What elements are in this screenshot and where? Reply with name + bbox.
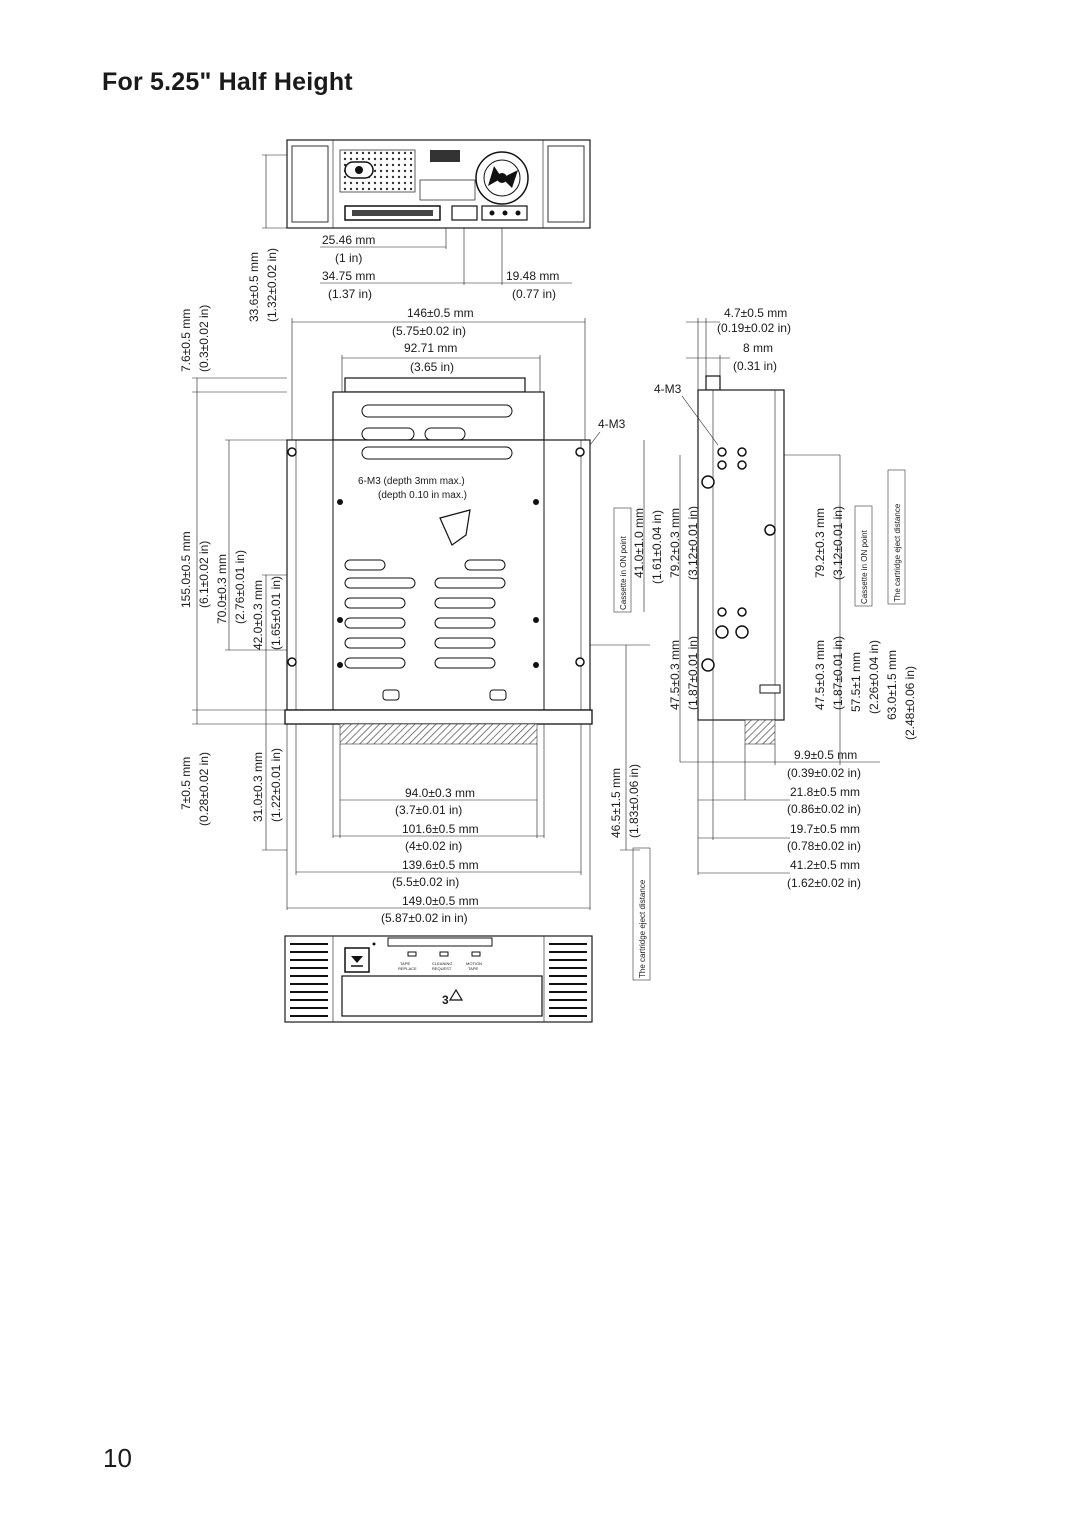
led-cleaning: [439, 951, 449, 957]
side-dim-57-in: (2.26±0.04 in): [867, 640, 881, 714]
side-dim-9-9-mm: 9.9±0.5 mm: [794, 748, 857, 762]
led-indicators: TAPE REPLACE CLEANING REQUEST MOTION TAP…: [398, 951, 482, 971]
dim-149-mm: 149.0±0.5 mm: [402, 894, 479, 908]
rear-dim-2-in: (1.37 in): [328, 287, 372, 301]
page-title: For 5.25" Half Height: [102, 68, 353, 96]
dim-31-in: (1.22±0.01 in): [269, 748, 283, 822]
dim-7-6-in: (0.3±0.02 in): [197, 305, 211, 372]
led-label-motion: MOTION: [466, 961, 482, 966]
side-dim-57-mm: 57.5±1 mm: [849, 652, 863, 712]
side-dim-4-7-mm: 4.7±0.5 mm: [724, 306, 787, 320]
top-screw-label: 4-M3: [598, 417, 626, 431]
led-label-replace: TAPE: [400, 961, 410, 966]
top-width-mm: 146±0.5 mm: [407, 306, 474, 320]
dim-79-mm: 79.2±0.3 mm: [668, 508, 682, 578]
eject-label-right: The cartridge eject distance: [893, 503, 902, 602]
dim-47-in: (1.87±0.01 in): [686, 636, 700, 710]
dim-42-in: (1.65±0.01 in): [269, 576, 283, 650]
logo-shape: [439, 509, 471, 546]
dim-41-mm: 41.0±1.0 mm: [632, 508, 646, 578]
side-dim-8-mm: 8 mm: [743, 341, 773, 355]
side-view: 4.7±0.5 mm (0.19±0.02 in) 8 mm (0.31 in)…: [654, 306, 917, 890]
dim-155-in: (6.1±0.02 in): [197, 541, 211, 608]
side-dim-9-9-in: (0.39±0.02 in): [787, 766, 861, 780]
led-label-motion-2: TAPE: [468, 966, 478, 971]
led-label-cleaning-2: REQUEST: [432, 966, 452, 971]
dim-155-mm: 155.0±0.5 mm: [179, 531, 193, 608]
dim-7-in: (0.28±0.02 in): [197, 752, 211, 826]
side-dim-19-7-mm: 19.7±0.5 mm: [790, 822, 860, 836]
side-dim-63-in: (2.48±0.06 in): [903, 666, 917, 740]
top-screw-holes: [287, 447, 585, 668]
logo-mark: 3: [442, 993, 449, 1007]
dim-101-in: (4±0.02 in): [405, 839, 462, 853]
dim-94-mm: 94.0±0.3 mm: [405, 786, 475, 800]
dim-70-in: (2.76±0.01 in): [233, 550, 247, 624]
cassette-label-right: Cassette in ON point: [860, 529, 869, 604]
dim-46-in: (1.83±0.06 in): [627, 764, 641, 838]
side-dim-4-7-in: (0.19±0.02 in): [717, 321, 791, 335]
ventilation-slots: [344, 404, 513, 701]
dim-101-mm: 101.6±0.5 mm: [402, 822, 479, 836]
rear-dim-1-mm: 25.46 mm: [322, 233, 375, 247]
rear-dim-3-mm: 19.48 mm: [506, 269, 559, 283]
rear-dim-3-in: (0.77 in): [512, 287, 556, 301]
side-dim-21-8-mm: 21.8±0.5 mm: [790, 785, 860, 799]
top-inner-in: (3.65 in): [410, 360, 454, 374]
dim-42-mm: 42.0±0.3 mm: [251, 580, 265, 650]
rear-height-in: (1.32±0.02 in): [265, 248, 279, 322]
dim-46-mm: 46.5±1.5 mm: [609, 768, 623, 838]
side-cartridge-hatch: [744, 719, 776, 745]
dim-139-mm: 139.6±0.5 mm: [402, 858, 479, 872]
led-motion: [471, 951, 481, 957]
cartridge-hatch: [339, 723, 538, 745]
dim-7-6-mm: 7.6±0.5 mm: [179, 309, 193, 372]
rear-dim-2-mm: 34.75 mm: [322, 269, 375, 283]
side-dim-47-mm: 47.5±0.3 mm: [813, 640, 827, 710]
led-label-cleaning: CLEANING: [432, 961, 452, 966]
jumper-block: [430, 150, 460, 162]
dim-47-mm: 47.5±0.3 mm: [668, 640, 682, 710]
side-dim-21-8-in: (0.86±0.02 in): [787, 802, 861, 816]
rear-view: 25.46 mm (1 in) 34.75 mm (1.37 in) 19.48…: [247, 139, 591, 322]
top-view: 146±0.5 mm (5.75±0.02 in) 92.71 mm (3.65…: [179, 305, 700, 981]
rear-dim-1-in: (1 in): [335, 251, 362, 265]
side-dim-19-7-in: (0.78±0.02 in): [787, 839, 861, 853]
side-dim-41-2-in: (1.62±0.02 in): [787, 876, 861, 890]
dim-41-in: (1.61±0.04 in): [650, 510, 664, 584]
bottom-screw-label: 6-M3 (depth 3mm max.): [358, 476, 465, 487]
logo-icon: [448, 988, 464, 1001]
side-screw-label: 4-M3: [654, 382, 682, 396]
page-number: 10: [103, 1443, 132, 1473]
dim-79-in: (3.12±0.01 in): [686, 506, 700, 580]
cartridge-slot-door[interactable]: [341, 975, 543, 1017]
dim-31-mm: 31.0±0.3 mm: [251, 752, 265, 822]
side-screw-holes: [701, 447, 776, 672]
top-width-in: (5.75±0.02 in): [392, 324, 466, 338]
rear-height-mm: 33.6±0.5 mm: [247, 252, 261, 322]
led-label-replace-2: REPLACE: [398, 966, 417, 971]
led-replace: [407, 951, 417, 957]
dim-94-in: (3.7±0.01 in): [395, 803, 462, 817]
side-dim-41-2-mm: 41.2±0.5 mm: [790, 858, 860, 872]
dim-7-mm: 7±0.5 mm: [179, 757, 193, 810]
side-dim-79-in: (3.12±0.01 in): [831, 506, 845, 580]
bottom-screw-label-in: (depth 0.10 in max.): [378, 490, 467, 501]
side-dim-47-in: (1.87±0.01 in): [831, 636, 845, 710]
dim-70-mm: 70.0±0.3 mm: [215, 554, 229, 624]
cassette-label-left: Cassette in ON point: [619, 535, 628, 610]
top-inner-mm: 92.71 mm: [404, 341, 457, 355]
dim-139-in: (5.5±0.02 in): [392, 875, 459, 889]
front-view: TAPE REPLACE CLEANING REQUEST MOTION TAP…: [284, 935, 593, 1023]
eject-icon: [351, 956, 363, 963]
eject-label-left: The cartridge eject distance: [638, 879, 647, 978]
side-dim-63-mm: 63.0±1.5 mm: [885, 650, 899, 720]
dim-149-in: (5.87±0.02 in in): [381, 911, 468, 925]
side-dim-79-mm: 79.2±0.3 mm: [813, 508, 827, 578]
side-dim-8-in: (0.31 in): [733, 359, 777, 373]
